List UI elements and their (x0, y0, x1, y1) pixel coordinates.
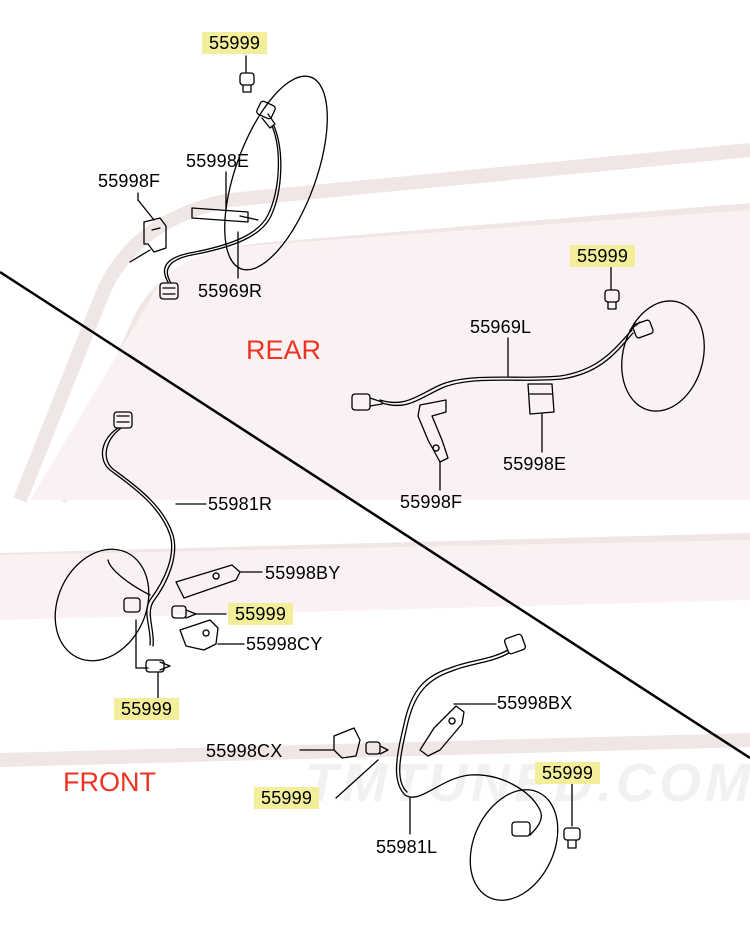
watermark-text: TMTUNED.COM (305, 753, 750, 813)
rear-left-bracket-e (527, 383, 555, 415)
rear-right-bolt (239, 72, 255, 93)
part-label-rear-bracket-e-left: 55998E (186, 151, 250, 171)
part-label-rear-sensor-left: 55969L (470, 317, 532, 337)
part-label-front-bracket-bx: 55998BX (497, 693, 573, 713)
front-left-bracket-bx (419, 705, 465, 757)
part-label-front-bolt-right-lower: 55999 (114, 698, 180, 720)
part-label-rear-bracket-f-right: 55998F (400, 492, 463, 512)
rear-left-harness (379, 329, 633, 404)
rear-left-bracket-f (417, 399, 449, 463)
part-label-front-bolt-right-a: 55999 (228, 603, 294, 625)
rear-right-hub-circle (224, 75, 328, 271)
front-right-sensor (123, 597, 141, 613)
front-left-connector (504, 633, 526, 655)
rear-right-bracket-e (191, 207, 259, 223)
divider-line (0, 270, 750, 760)
part-label-front-bracket-cx: 55998CX (206, 741, 283, 761)
part-label-front-bracket-cy: 55998CY (246, 634, 323, 654)
front-left-bolt-left (365, 741, 389, 755)
part-label-front-bolt-left-c: 55999 (254, 787, 320, 809)
watermark-band (0, 210, 750, 620)
rear-left-sensor (629, 319, 654, 339)
part-label-rear-bolt-left: 55999 (570, 245, 636, 267)
rear-left-bolt (604, 289, 620, 310)
front-right-bracket-cy (179, 619, 219, 651)
front-right-connector (113, 411, 133, 429)
part-label-front-sensor-left: 55981L (376, 837, 438, 857)
front-right-bolt-lower (145, 659, 171, 673)
front-left-sensor (511, 821, 531, 837)
front-left-hub-circle (469, 789, 559, 901)
part-label-rear-bracket-e-right: 55998E (503, 454, 567, 474)
front-left-harness (395, 649, 542, 836)
front-left-bolt-right (563, 827, 581, 849)
part-label-front-sensor-right: 55981R (208, 494, 273, 514)
section-label-rear: REAR (246, 335, 322, 365)
part-label-front-bracket-by: 55998BY (265, 563, 341, 583)
part-label-rear-bracket-f-left: 55998F (98, 171, 161, 191)
rear-right-bracket-f (129, 217, 167, 263)
section-label-front: FRONT (63, 767, 156, 797)
part-label-rear-sensor-right: 55969R (198, 281, 263, 301)
part-label-rear-bolt-right: 55999 (202, 32, 268, 54)
front-right-bracket-by (175, 564, 241, 599)
rear-right-harness (163, 125, 280, 283)
rear-left-connector (351, 393, 383, 411)
part-label-front-bolt-right-d: 55999 (535, 762, 601, 784)
front-right-hub-circle (54, 548, 150, 662)
rear-right-sensor (256, 100, 276, 129)
rear-right-connector (159, 282, 179, 300)
leader-lines (135, 55, 612, 835)
front-right-harness (101, 427, 173, 646)
rear-left-hub-circle (621, 300, 705, 412)
